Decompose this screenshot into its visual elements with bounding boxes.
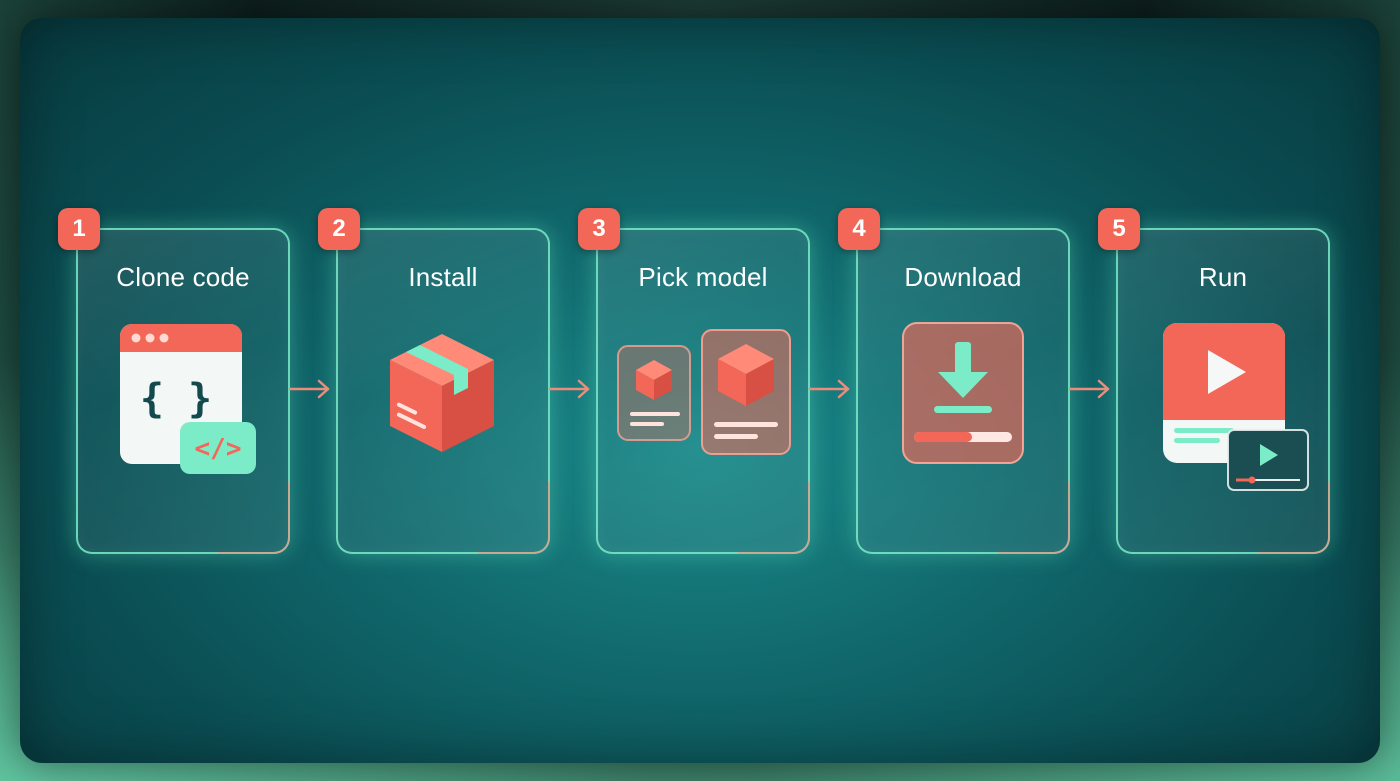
download-progress-icon bbox=[902, 322, 1024, 464]
svg-text:</>: </> bbox=[195, 434, 242, 464]
video-play-icon bbox=[1163, 323, 1309, 491]
step-card-download: Download bbox=[856, 228, 1070, 554]
arrow-right-icon bbox=[808, 379, 850, 399]
step-title: Run bbox=[1198, 262, 1248, 292]
step-title: Install bbox=[408, 262, 478, 292]
step-title: Download bbox=[904, 262, 1022, 292]
step-title: Pick model bbox=[638, 262, 768, 292]
step-badge-5: 5 bbox=[1098, 208, 1140, 250]
step-badge-3: 3 bbox=[578, 208, 620, 250]
package-box-icon bbox=[390, 334, 494, 452]
step-card-install: Install bbox=[336, 228, 550, 554]
code-window-icon: { } </> bbox=[120, 324, 256, 474]
step-badge-2: 2 bbox=[318, 208, 360, 250]
model-cards-icon bbox=[617, 329, 791, 455]
arrow-right-icon bbox=[1068, 379, 1110, 399]
step-card-pick-model: Pick model bbox=[596, 228, 810, 554]
steps-panel: Clone code { } </> 1 Install 2 bbox=[20, 18, 1380, 763]
svg-text:{ }: { } bbox=[140, 376, 212, 422]
arrow-right-icon bbox=[288, 379, 330, 399]
step-title: Clone code bbox=[116, 262, 250, 292]
step-card-clone-code: Clone code { } </> bbox=[76, 228, 290, 554]
step-card-run: Run bbox=[1116, 228, 1330, 554]
step-badge-1: 1 bbox=[58, 208, 100, 250]
step-badge-4: 4 bbox=[838, 208, 880, 250]
arrow-right-icon bbox=[548, 379, 590, 399]
